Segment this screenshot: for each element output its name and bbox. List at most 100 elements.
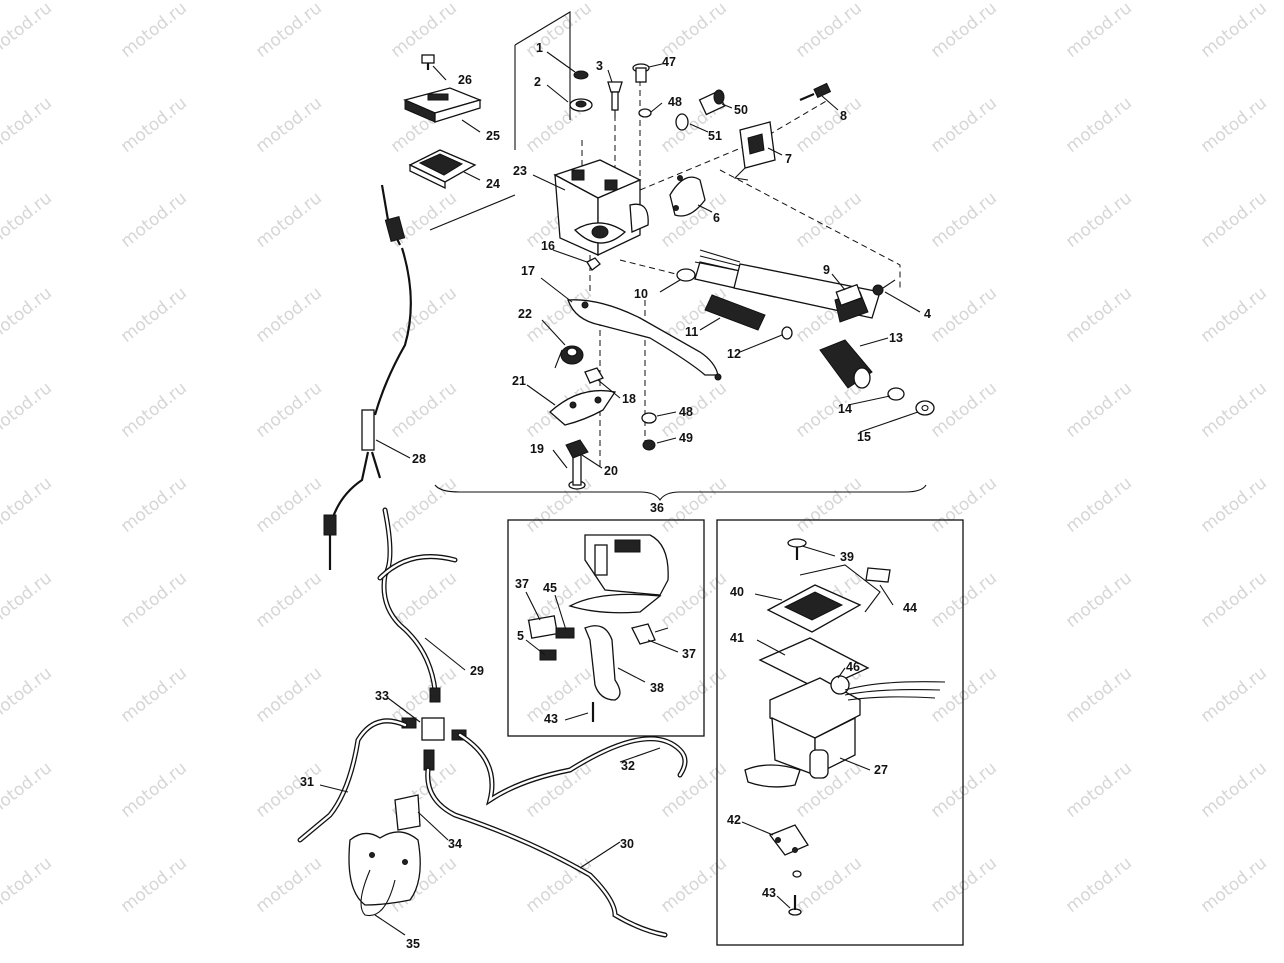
label-15: 15: [857, 430, 871, 444]
washer-14: [887, 387, 905, 401]
label-4: 4: [924, 307, 931, 321]
washer-10: [676, 268, 696, 282]
retainer-35: [348, 831, 421, 917]
label-18: 18: [622, 392, 636, 406]
reservoir-cover-25: [403, 87, 482, 123]
label-21: 21: [512, 374, 526, 388]
brake-hose-29: [377, 507, 458, 703]
label-34: 34: [448, 837, 462, 851]
brake-hose-31: [297, 718, 408, 843]
spring-22: [554, 345, 584, 369]
label-38: 38: [650, 681, 664, 695]
label-47: 47: [662, 55, 676, 69]
label-32: 32: [621, 759, 635, 773]
label-2: 2: [534, 75, 541, 89]
label-5: 5: [517, 629, 524, 643]
housing-13: [819, 339, 873, 389]
master-cylinder-23: [553, 159, 649, 257]
washer-15: [915, 400, 935, 416]
bushing-50: [698, 89, 726, 116]
brake-hose-32: [457, 732, 688, 806]
leader-lines: [319, 51, 921, 936]
brake-lever-17: [567, 299, 722, 381]
label-23: 23: [513, 164, 527, 178]
label-19: 19: [530, 442, 544, 456]
label-26: 26: [458, 73, 472, 87]
label-25: 25: [486, 129, 500, 143]
label-12: 12: [727, 347, 741, 361]
pivot-pin-47: [632, 63, 650, 83]
label-6: 6: [713, 211, 720, 225]
screw-19: [568, 454, 586, 490]
label-27: 27: [874, 763, 888, 777]
label-44: 44: [903, 601, 917, 615]
tag-34: [394, 794, 421, 831]
bolt-3: [607, 81, 623, 118]
inset-box-right: [716, 519, 964, 946]
label-43-right: 43: [762, 886, 776, 900]
bracket-7: [733, 121, 776, 181]
label-16: 16: [541, 239, 555, 253]
assembly-guide-lines: [429, 11, 901, 470]
washer-12: [781, 326, 793, 340]
label-3: 3: [596, 59, 603, 73]
label-39: 39: [840, 550, 854, 564]
screw-26: [421, 54, 435, 70]
clamp-6: [669, 175, 706, 217]
label-13: 13: [889, 331, 903, 345]
label-8: 8: [840, 109, 847, 123]
label-33: 33: [375, 689, 389, 703]
washer-51: [675, 113, 689, 131]
label-9: 9: [823, 263, 830, 277]
label-37-right: 37: [682, 647, 696, 661]
label-30: 30: [620, 837, 634, 851]
label-50: 50: [734, 103, 748, 117]
label-37-left: 37: [515, 577, 529, 591]
label-43-left: 43: [544, 712, 558, 726]
label-24: 24: [486, 177, 500, 191]
label-28: 28: [412, 452, 426, 466]
washer-1: [573, 70, 589, 80]
label-31: 31: [300, 775, 314, 789]
label-7: 7: [785, 152, 792, 166]
brake-hose-30: [425, 767, 668, 938]
junction-block-33: [401, 717, 467, 771]
label-41: 41: [730, 631, 744, 645]
label-49: 49: [679, 431, 693, 445]
label-35: 35: [406, 937, 420, 951]
label-36: 36: [650, 501, 664, 515]
inset-right-drawing: [744, 538, 946, 916]
label-29: 29: [470, 664, 484, 678]
part-labels: 1 2 3 47 48 50 51 8 7 6 26 25 24 23 16 1…: [300, 41, 931, 951]
label-10: 10: [634, 287, 648, 301]
spring-11: [704, 294, 766, 331]
label-42: 42: [727, 813, 741, 827]
label-40: 40: [730, 585, 744, 599]
diaphragm-24: [408, 149, 477, 190]
plate-21: [549, 389, 617, 426]
label-45: 45: [543, 581, 557, 595]
switch-9: [835, 279, 896, 307]
label-48-lower: 48: [679, 405, 693, 419]
inset-box-left: [507, 519, 705, 737]
brake-switch-cable-28: [323, 184, 412, 570]
inset-left-drawing: [527, 534, 669, 722]
label-20: 20: [604, 464, 618, 478]
label-1: 1: [536, 41, 543, 55]
label-14: 14: [838, 402, 852, 416]
label-51: 51: [708, 129, 722, 143]
nut-16: [586, 257, 601, 271]
washer-48-lower: [641, 412, 657, 424]
washer-48-top: [638, 108, 652, 118]
nut-20: [565, 439, 589, 459]
label-48-top: 48: [668, 95, 682, 109]
label-22: 22: [518, 307, 532, 321]
screw-8: [799, 82, 832, 102]
group-36-bracket: [434, 484, 927, 502]
label-46: 46: [846, 660, 860, 674]
washer-49: [642, 439, 656, 451]
label-17: 17: [521, 264, 535, 278]
nut-18: [584, 367, 604, 384]
label-11: 11: [685, 325, 698, 339]
